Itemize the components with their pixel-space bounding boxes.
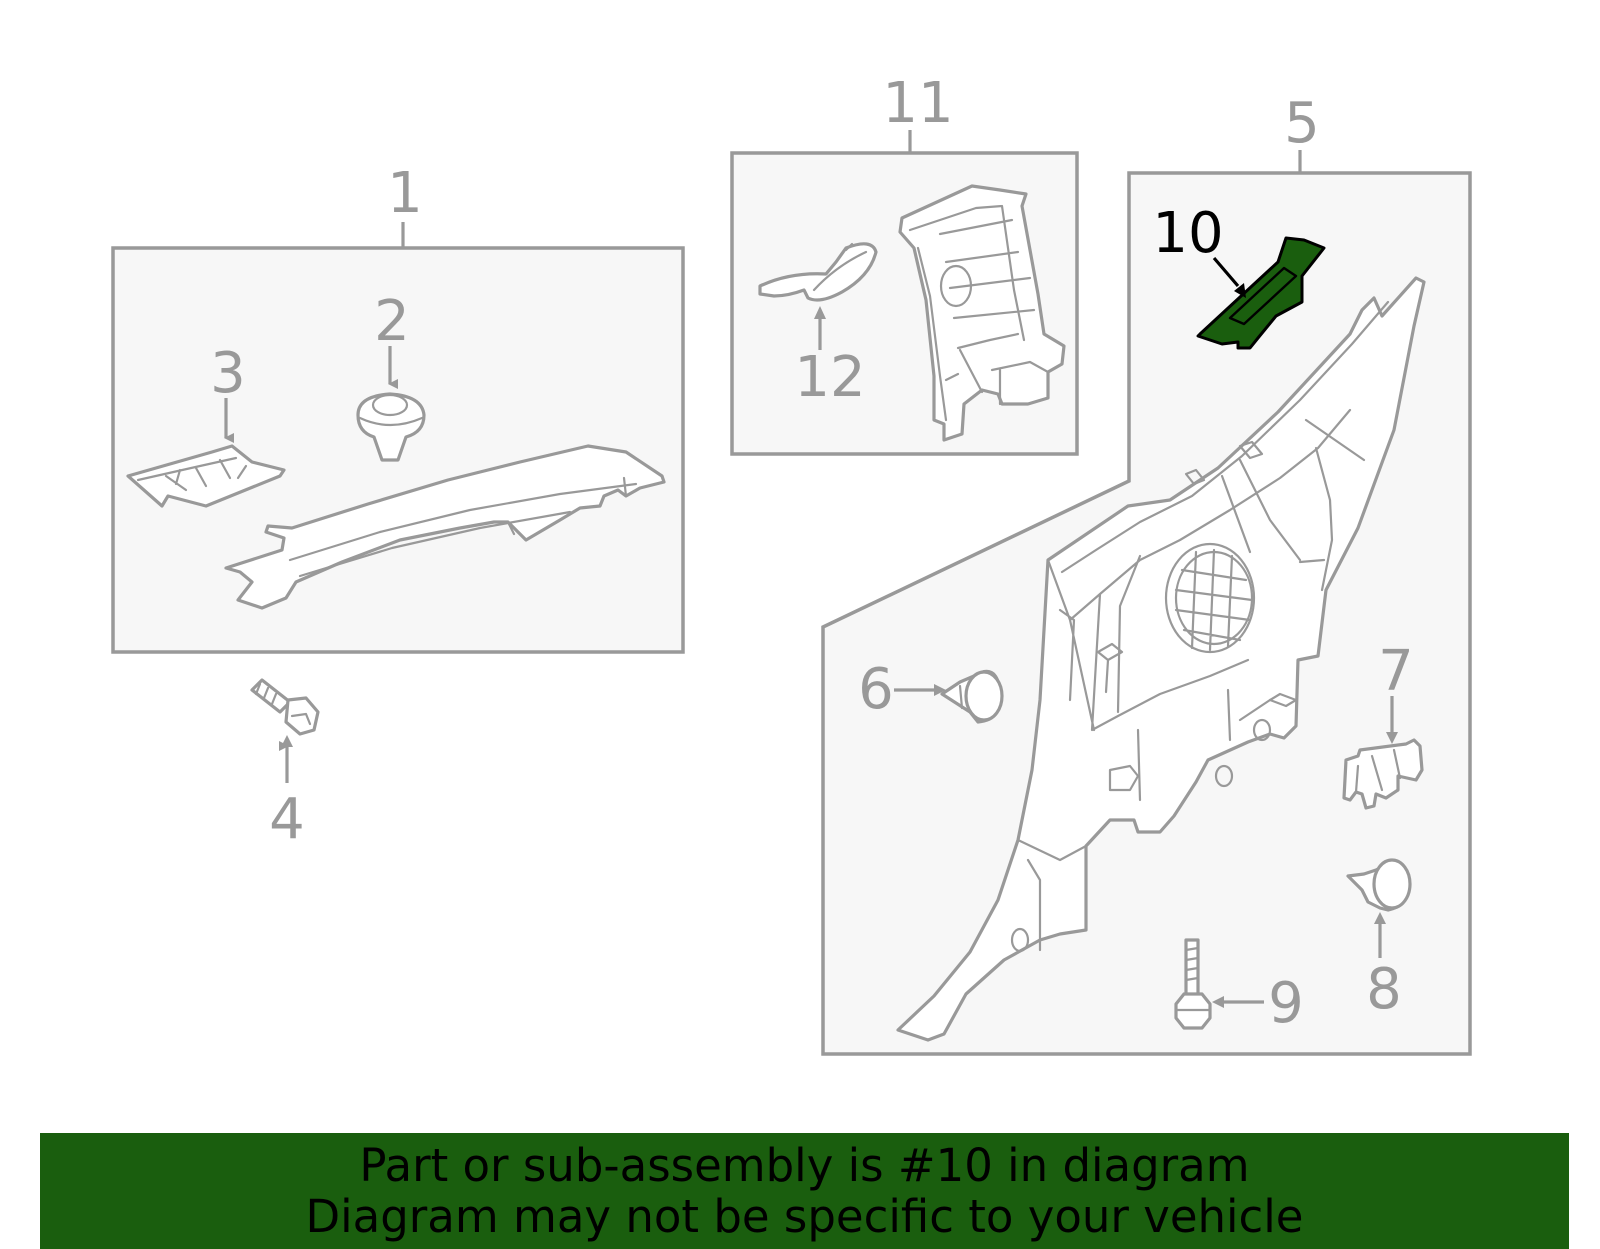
part-3-trim xyxy=(126,444,286,508)
info-banner: Part or sub-assembly is #10 in diagram D… xyxy=(40,1133,1569,1249)
callout-7: 7 xyxy=(1378,639,1414,704)
callout-11: 11 xyxy=(882,71,953,136)
callout-6: 6 xyxy=(858,657,894,722)
part-2-clip xyxy=(356,392,426,462)
part-10-highlighted xyxy=(1196,236,1326,350)
banner-line-1: Part or sub-assembly is #10 in diagram xyxy=(359,1139,1250,1192)
leader-10 xyxy=(1212,256,1240,288)
part-5-quarter-trim xyxy=(896,276,1426,1042)
callout-1: 1 xyxy=(387,161,423,226)
part-8-clip xyxy=(1346,858,1412,912)
callout-2: 2 xyxy=(374,289,410,354)
part-11-pillar xyxy=(898,184,1066,442)
callout-4: 4 xyxy=(269,787,305,852)
part-1-garnish xyxy=(224,444,666,610)
banner-line-2: Diagram may not be specific to your vehi… xyxy=(305,1190,1304,1243)
part-7-clip xyxy=(1342,738,1424,810)
part-6-clip xyxy=(940,669,1004,724)
callout-8: 8 xyxy=(1366,957,1402,1022)
callout-10: 10 xyxy=(1152,201,1223,266)
callout-5: 5 xyxy=(1284,91,1320,156)
part-9-bolt xyxy=(1174,938,1212,1030)
callout-3: 3 xyxy=(210,341,246,406)
callout-9: 9 xyxy=(1268,971,1304,1036)
part-4-bolt xyxy=(250,678,320,736)
callout-12: 12 xyxy=(794,345,865,410)
part-12-clip xyxy=(758,242,878,302)
